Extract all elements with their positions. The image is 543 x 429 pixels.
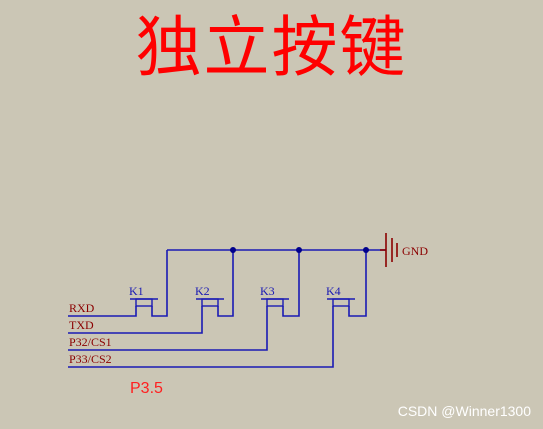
junction-dot — [230, 247, 236, 253]
switch-k4 — [327, 298, 355, 307]
signal-label-p33: P33/CS2 — [69, 352, 112, 366]
switch-k2 — [196, 298, 224, 307]
switch-k1 — [130, 298, 158, 307]
signal-label-txd: TXD — [69, 318, 94, 332]
key-label-k3: K3 — [260, 284, 275, 298]
signal-label-p32: P32/CS1 — [69, 335, 112, 349]
k3-left-wire — [68, 306, 268, 351]
k1-left-wire — [68, 306, 137, 317]
key-label-k4: K4 — [326, 284, 341, 298]
k1-right-wire — [151, 250, 168, 317]
switch-k3 — [261, 298, 289, 307]
wires — [68, 249, 386, 368]
ground-symbol — [380, 233, 398, 267]
k2-right-wire — [217, 250, 234, 317]
k3-right-wire — [282, 250, 300, 317]
switches — [130, 298, 355, 307]
k4-left-wire — [68, 306, 334, 368]
k2-left-wire — [68, 306, 203, 334]
k4-right-wire — [348, 250, 367, 317]
watermark: CSDN @Winner1300 — [397, 403, 531, 419]
page-title: 独立按键 — [135, 9, 408, 86]
key-label-k2: K2 — [195, 284, 210, 298]
junction-dot — [296, 247, 302, 253]
signal-label-rxd: RXD — [69, 301, 95, 315]
gnd-label: GND — [402, 244, 428, 258]
junction-dot — [363, 247, 369, 253]
annotation-note: P3.5 — [130, 380, 163, 397]
junctions — [230, 247, 369, 253]
key-label-k1: K1 — [129, 284, 144, 298]
